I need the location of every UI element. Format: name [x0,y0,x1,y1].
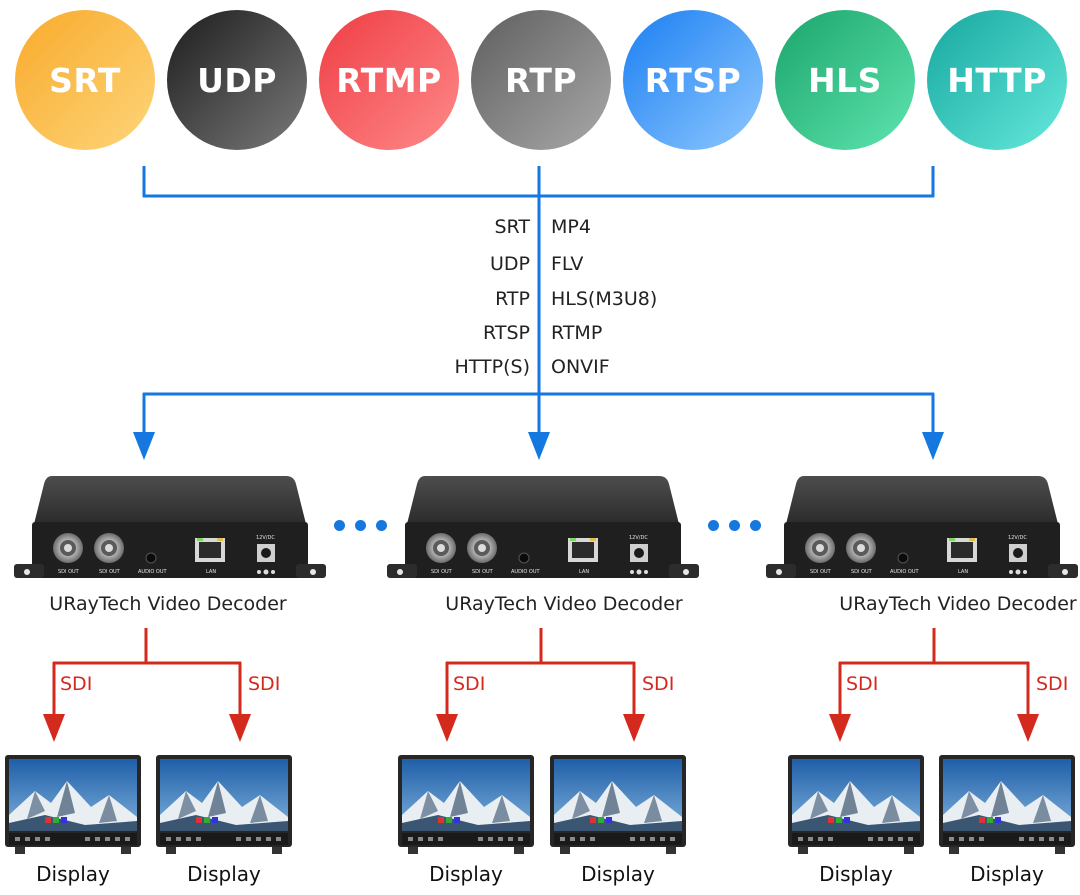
protocol-bubble-udp: UDP [167,10,307,150]
sdi-out-port-label: SDI OUT [810,569,831,575]
red-sdi-lines [43,628,1039,742]
more-devices-ellipsis [708,520,761,531]
audio-out-port-label: AUDIO OUT [511,569,540,575]
sdi-label-left: SDI [60,673,93,695]
sdi-arrow-left [43,714,65,742]
stream-protocol-right-item: HLS(M3U8) [551,288,658,310]
blue-flow-lines [133,166,944,460]
protocol-bubble-label: RTMP [336,60,442,100]
ellipsis-dot [355,520,366,531]
decoder-label: URayTech Video Decoder [839,593,1077,615]
protocol-bubble-label: HTTP [947,60,1047,100]
video-decoder-device: SDI OUT SDI OUT AUDIO OUT LAN 12V/DC [766,474,1078,582]
sdi-out-port-label: SDI OUT [851,569,872,575]
display-monitor [5,755,141,859]
display-monitor [788,755,924,859]
arrow-down-left [133,432,155,460]
display-label: Display [429,862,503,886]
decoder-label: URayTech Video Decoder [445,593,683,615]
protocol-bubble-label: RTSP [644,60,742,100]
ellipsis-dot [729,520,740,531]
sdi-arrow-left [436,714,458,742]
display-monitor [156,755,292,859]
stream-protocol-right-item: FLV [551,253,584,275]
sdi-arrow-left [829,714,851,742]
audio-out-port-label: AUDIO OUT [890,569,919,575]
stream-protocol-left-item: RTP [495,288,530,310]
power-port-label: 12V/DC [1008,535,1027,541]
protocol-bubble-rtmp: RTMP [319,10,459,150]
sdi-label-left: SDI [846,673,879,695]
video-decoder-device: SDI OUT SDI OUT AUDIO OUT LAN 12V/DC [14,474,326,582]
display-monitor [550,755,686,859]
stream-protocol-left-item: HTTP(S) [454,356,530,378]
display-label: Display [36,862,110,886]
decoder-label: URayTech Video Decoder [49,593,287,615]
protocol-bubble-label: RTP [504,60,578,100]
stream-protocol-right-item: MP4 [551,216,591,238]
sdi-arrow-right [623,714,645,742]
audio-out-port-label: AUDIO OUT [138,569,167,575]
sdi-out-port-label: SDI OUT [58,569,79,575]
stream-protocol-left-item: RTSP [483,322,530,344]
ellipsis-dot [708,520,719,531]
sdi-out-port-label: SDI OUT [472,569,493,575]
lan-port-label: LAN [579,569,590,575]
video-decoder-device: SDI OUT SDI OUT AUDIO OUT LAN 12V/DC [387,474,699,582]
lan-port-label: LAN [958,569,969,575]
stream-protocol-left-item: SRT [494,216,531,238]
protocol-bubble-rtp: RTP [471,10,611,150]
display-label: Display [819,862,893,886]
ellipsis-dot [750,520,761,531]
protocol-bubble-label: HLS [808,60,882,100]
protocol-bubble-hls: HLS [775,10,915,150]
protocol-bubble-rtsp: RTSP [623,10,763,150]
protocol-bubble-srt: SRT [15,10,155,150]
ellipsis-dot [376,520,387,531]
protocol-bubble-http: HTTP [927,10,1067,150]
sdi-label-right: SDI [642,673,675,695]
sdi-label-left: SDI [453,673,486,695]
sdi-out-port-label: SDI OUT [431,569,452,575]
display-monitor [939,755,1075,859]
display-label: Display [581,862,655,886]
display-label: Display [187,862,261,886]
sdi-label-right: SDI [1036,673,1069,695]
sdi-out-port-label: SDI OUT [99,569,120,575]
protocol-bubble-label: SRT [49,60,121,100]
power-port-label: 12V/DC [256,535,275,541]
stream-protocol-left-item: UDP [490,253,530,275]
stream-protocol-right-item: RTMP [551,322,603,344]
sdi-arrow-right [1017,714,1039,742]
display-monitor [398,755,534,859]
display-label: Display [970,862,1044,886]
sdi-label-right: SDI [248,673,281,695]
lan-port-label: LAN [206,569,217,575]
arrow-down-right [922,432,944,460]
power-port-label: 12V/DC [629,535,648,541]
stream-protocol-right-item: ONVIF [551,356,610,378]
arrow-down-center [528,432,550,460]
protocol-bubble-label: UDP [197,60,277,100]
ellipsis-dot [334,520,345,531]
sdi-arrow-right [229,714,251,742]
more-devices-ellipsis [334,520,387,531]
